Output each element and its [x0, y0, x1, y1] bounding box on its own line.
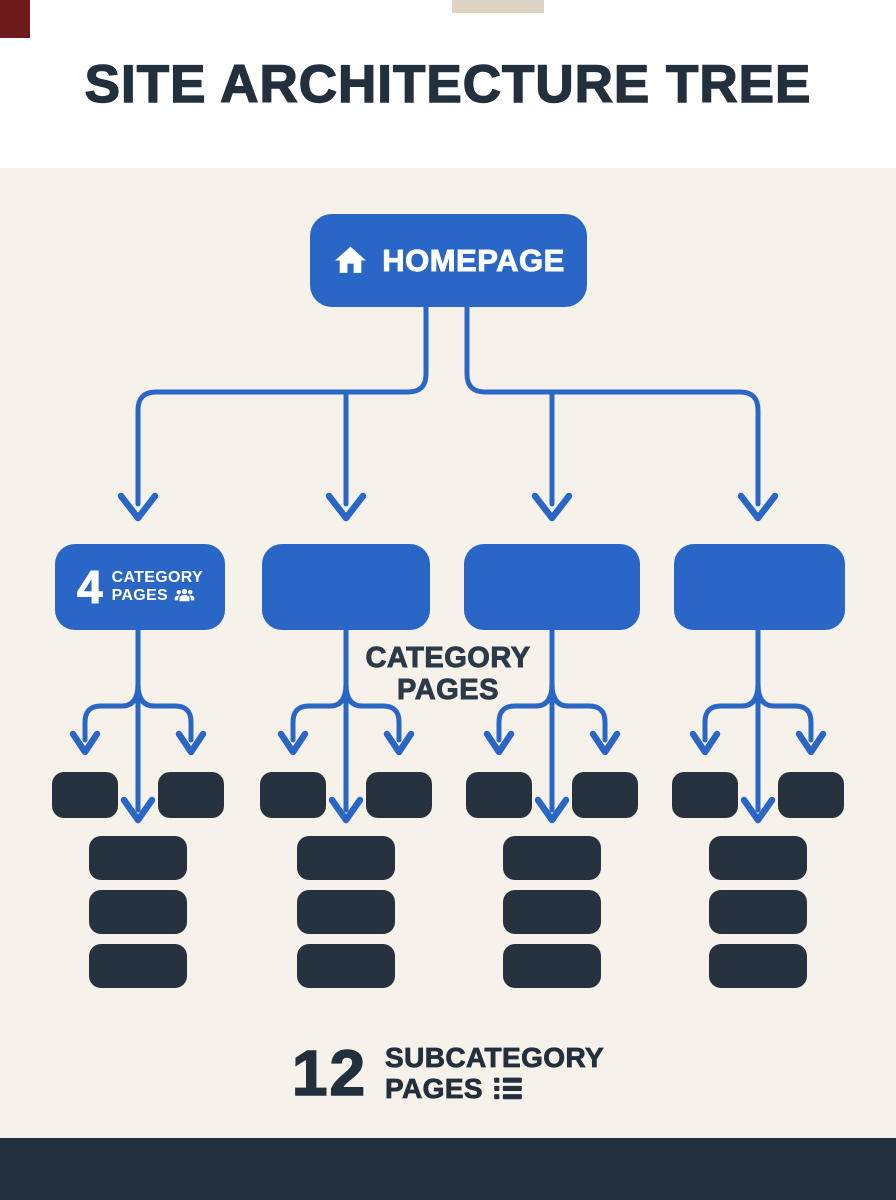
corner-accent — [0, 0, 30, 38]
category-pages-label: CATEGORY PAGES — [327, 642, 569, 707]
subcategory-side-box — [260, 772, 326, 818]
list-icon — [493, 1077, 523, 1100]
homepage-node: HOMEPAGE — [310, 214, 587, 307]
category-label-line1: CATEGORY — [111, 569, 203, 587]
subcategory-stack-box — [297, 944, 395, 988]
column-connectors-1 — [69, 627, 207, 824]
category-pages-label-line2: PAGES — [397, 674, 499, 707]
category-node-4 — [674, 544, 845, 630]
category-label-line2: PAGES — [111, 587, 168, 604]
users-icon — [173, 588, 196, 603]
subcategory-label-line2-row: PAGES — [385, 1073, 604, 1104]
category-node-2 — [262, 544, 430, 630]
category-node-1: 4 CATEGORY PAGES — [55, 544, 225, 630]
subcategory-stack-box — [89, 836, 187, 880]
subcategory-stack-box — [297, 836, 395, 880]
category-label-line2-row: PAGES — [112, 587, 203, 605]
subcategory-count: 12 — [291, 1036, 368, 1110]
subcategory-stack-box — [709, 890, 807, 934]
column-connectors-4 — [689, 627, 827, 824]
subcategory-stack-box — [297, 890, 395, 934]
column-connectors-2 — [277, 627, 415, 824]
subcategory-stack-box — [503, 890, 601, 934]
subcategory-side-box — [366, 772, 432, 818]
page-title: SITE ARCHITECTURE TREE — [84, 54, 812, 114]
subcategory-side-box — [572, 772, 638, 818]
subcategory-label-lines: SUBCATEGORY PAGES — [385, 1041, 605, 1104]
category-node-3 — [464, 544, 640, 630]
category-pages-label-line1: CATEGORY — [365, 642, 531, 675]
subcategory-stack-box — [503, 944, 601, 988]
homepage-connectors — [117, 304, 779, 522]
category-count: 4 — [77, 561, 104, 614]
column-connectors-3 — [483, 627, 621, 824]
homepage-label: HOMEPAGE — [382, 242, 565, 278]
subcategory-stack-box — [89, 944, 187, 988]
subcategory-stack-box — [89, 890, 187, 934]
subcategory-side-box — [52, 772, 118, 818]
subcategory-stack-box — [709, 836, 807, 880]
subcategory-label: 12 SUBCATEGORY PAGES — [0, 1036, 896, 1110]
subcategory-side-box — [778, 772, 844, 818]
home-icon — [332, 242, 369, 279]
top-notch-accent — [452, 0, 544, 13]
subcategory-side-box — [158, 772, 224, 818]
subcategory-stack-box — [709, 944, 807, 988]
subcategory-stack-box — [503, 836, 601, 880]
category-node-label: CATEGORY PAGES — [112, 569, 203, 605]
subcategory-label-line2: PAGES — [385, 1073, 483, 1105]
subcategory-label-line1: SUBCATEGORY — [385, 1041, 605, 1073]
subcategory-side-box — [672, 772, 738, 818]
footer-band — [0, 1138, 896, 1200]
subcategory-side-box — [466, 772, 532, 818]
header: SITE ARCHITECTURE TREE — [0, 0, 896, 168]
